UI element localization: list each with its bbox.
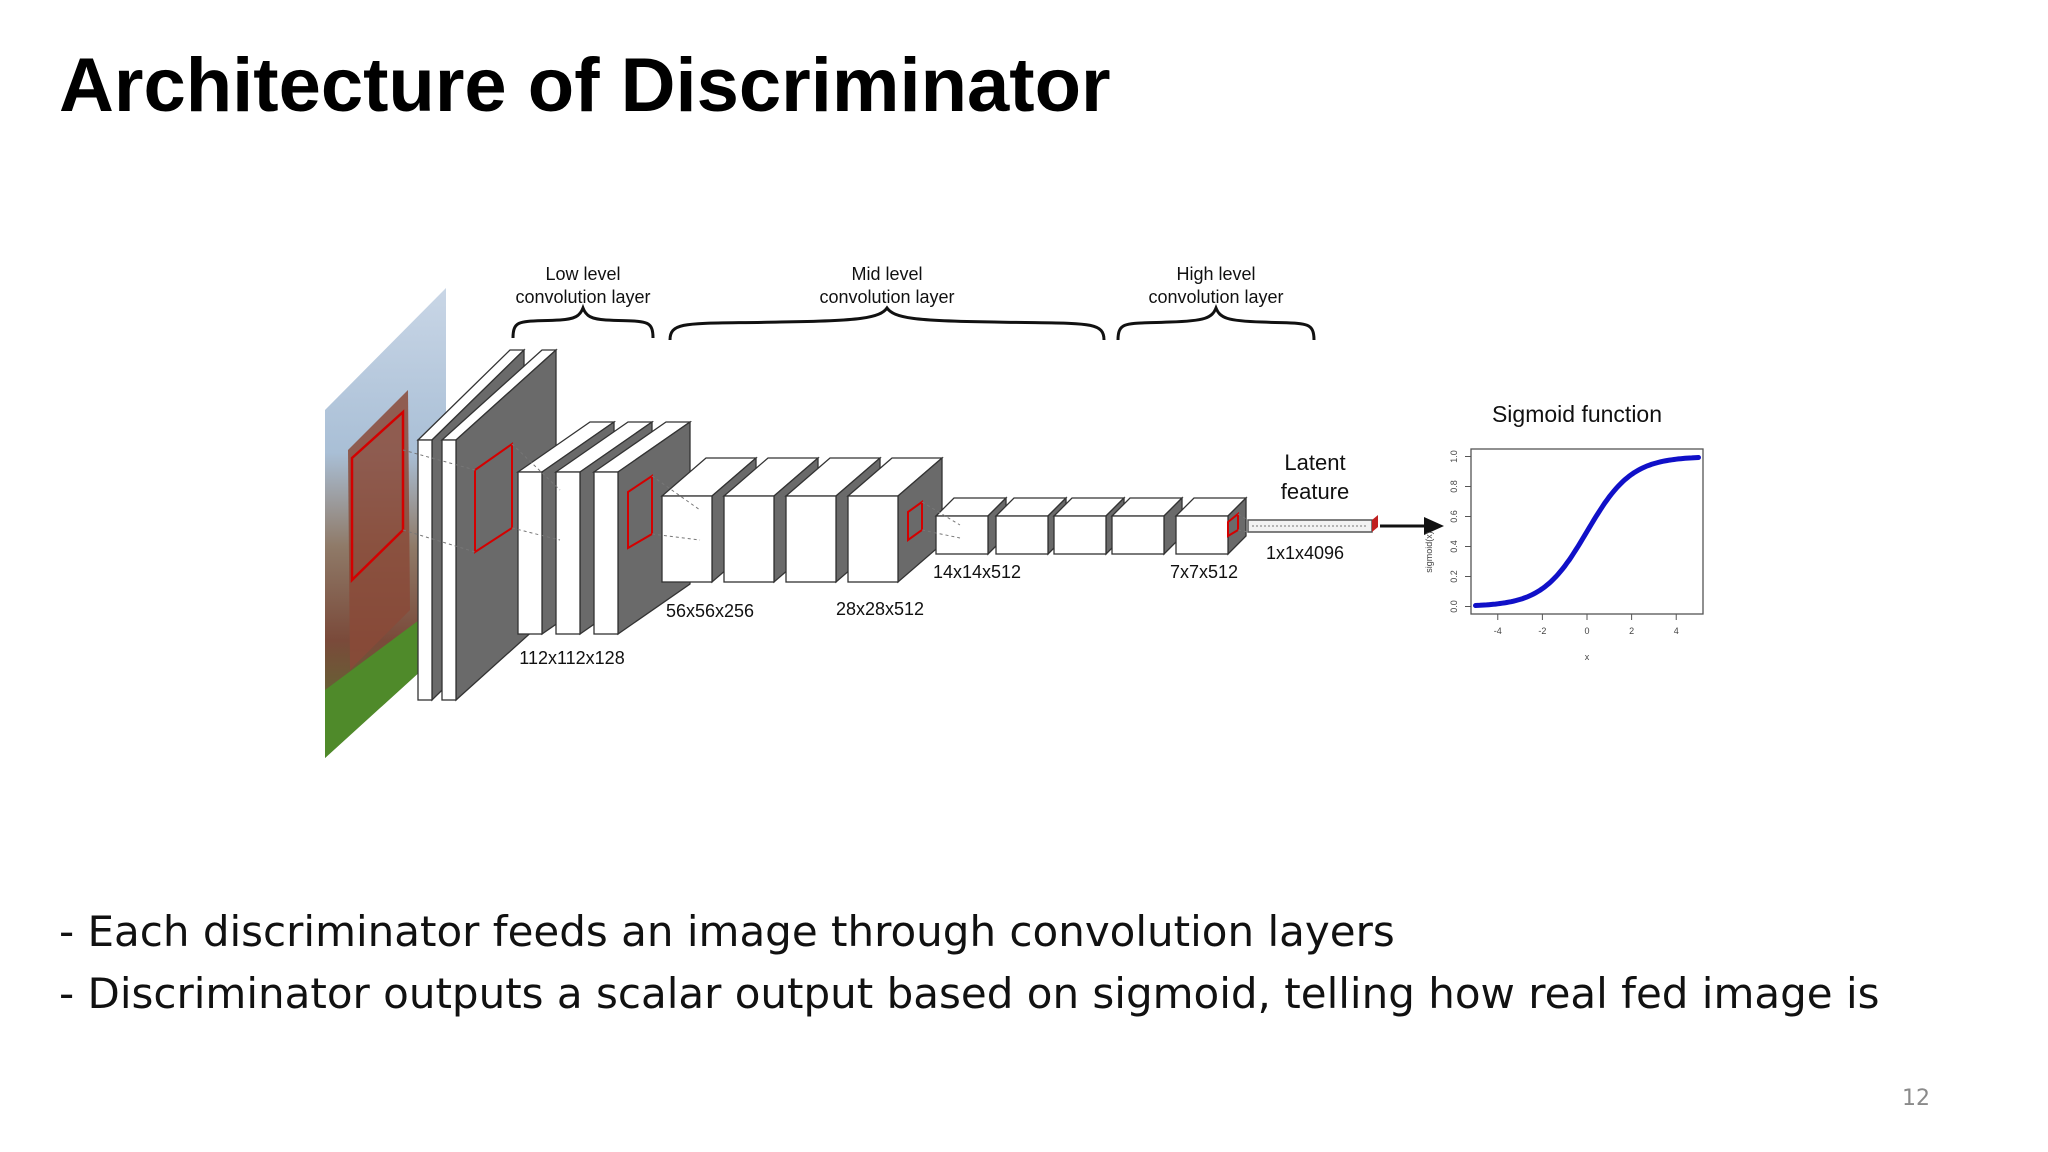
connector-line	[921, 529, 961, 539]
bullet-list: - Each discriminator feeds an image thro…	[59, 901, 1880, 1025]
group-label-low-line1: Low level	[545, 264, 620, 284]
sigmoid-title: Sigmoid function	[1492, 401, 1662, 427]
ytick-label: 0.0	[1449, 600, 1459, 613]
group-label-high-line1: High level	[1176, 264, 1255, 284]
slide-title: Architecture of Discriminator	[59, 43, 1111, 128]
dim-label-28: 28x28x512	[836, 599, 924, 619]
group-label-mid-line2: convolution layer	[819, 287, 954, 307]
group-label-high-line2: convolution layer	[1148, 287, 1283, 307]
connector-line	[651, 533, 701, 541]
conv-block	[1174, 496, 1248, 556]
latent-feature-bar	[1247, 515, 1378, 533]
dim-label-112: 112x112x128	[519, 648, 624, 668]
conv-block	[1110, 496, 1184, 556]
conv-block	[934, 496, 1008, 556]
latent-label-line2: feature	[1281, 479, 1350, 504]
conv-layer-blocks	[402, 348, 1249, 702]
dim-label-4096: 1x1x4096	[1266, 543, 1344, 563]
ytick-label: 0.8	[1449, 480, 1459, 493]
brace-low	[511, 303, 655, 339]
connector-line	[651, 475, 701, 511]
connector-line	[402, 449, 476, 471]
xtick-label: 0	[1584, 626, 1589, 636]
bullet-item: - Each discriminator feeds an image thro…	[59, 907, 1395, 956]
conv-block	[846, 456, 944, 584]
connector-line	[1237, 529, 1249, 533]
ytick-label: 0.6	[1449, 510, 1459, 523]
ytick-label: 0.2	[1449, 570, 1459, 583]
dim-label-7: 7x7x512	[1170, 562, 1238, 582]
connector-line	[1237, 513, 1249, 521]
connector-line	[511, 527, 561, 541]
connector-line	[511, 443, 561, 491]
xtick-label: 4	[1674, 626, 1679, 636]
ytick-label: 0.4	[1449, 540, 1459, 553]
bullet-item: - Discriminator outputs a scalar output …	[59, 969, 1880, 1018]
latent-label-line1: Latent	[1284, 450, 1345, 475]
connector-line	[921, 501, 961, 526]
ytick-label: 1.0	[1449, 450, 1459, 463]
xtick-label: -4	[1494, 626, 1502, 636]
brace-mid	[668, 305, 1106, 341]
connector-line	[402, 529, 476, 553]
sigmoid-curve	[1473, 455, 1701, 608]
group-label-mid-line1: Mid level	[851, 264, 922, 284]
brace-high	[1116, 303, 1316, 341]
output-arrow	[1380, 517, 1444, 535]
dim-label-14: 14x14x512	[933, 562, 1021, 582]
sigmoid-xlabel: x	[1585, 652, 1590, 662]
xtick-label: -2	[1538, 626, 1546, 636]
dim-label-56: 56x56x256	[666, 601, 754, 621]
input-image	[325, 288, 446, 758]
page-number: 12	[1902, 1086, 1930, 1111]
xtick-label: 2	[1629, 626, 1634, 636]
sigmoid-ylabel: sigmoid(x)	[1424, 531, 1434, 573]
sigmoid-axes: 0.0 0.2 0.4 0.6 0.8 1.0 -4 -2 0 2 4	[1449, 450, 1679, 636]
group-label-low-line2: convolution layer	[515, 287, 650, 307]
